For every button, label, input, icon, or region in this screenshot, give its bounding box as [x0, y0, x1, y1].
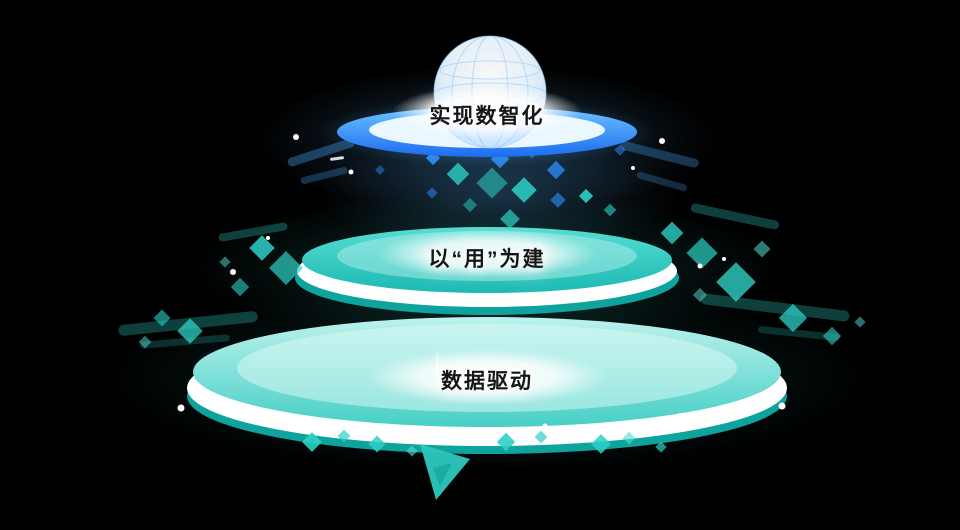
- streak-decoration: [690, 203, 780, 230]
- tier-label-top: 实现数智化: [429, 105, 545, 128]
- dot-decoration: [542, 423, 548, 429]
- dot-decoration: [778, 402, 786, 410]
- streak-decoration: [700, 293, 850, 322]
- cube-decoration: [337, 429, 351, 443]
- cube-decoration: [578, 188, 594, 204]
- cube-decoration: [546, 160, 566, 180]
- streak-decoration: [636, 171, 687, 192]
- dot-decoration: [697, 263, 703, 269]
- arrow-inner-decoration: [433, 463, 452, 486]
- dot-decoration: [659, 138, 665, 144]
- light-beam: [436, 346, 439, 392]
- cube-decoration: [462, 197, 478, 213]
- dot-decoration: [293, 134, 299, 140]
- globe-parallel: [439, 60, 541, 80]
- cube-decoration: [753, 240, 771, 258]
- streak-decoration: [758, 326, 840, 341]
- cube-decoration: [496, 432, 516, 452]
- cube-decoration: [822, 326, 842, 346]
- dot-decoration: [309, 416, 315, 422]
- cube-decoration: [716, 262, 756, 302]
- dot-decoration: [677, 413, 683, 419]
- label-glow-bottom: [367, 349, 607, 405]
- streak-decoration: [218, 222, 288, 242]
- dot-decoration: [450, 429, 454, 433]
- label-glow-middle: [377, 230, 597, 278]
- streak-decoration: [620, 141, 699, 168]
- dash-decoration: [330, 156, 345, 161]
- label-glow-top: [392, 86, 582, 138]
- streak-decoration: [300, 167, 348, 184]
- dot-decoration: [722, 257, 726, 261]
- cube-decoration: [692, 287, 708, 303]
- tier-label-middle: 以“用”为建: [428, 248, 546, 271]
- dot-decoration: [348, 169, 354, 175]
- dot-decoration: [266, 236, 270, 240]
- cube-decoration: [177, 318, 203, 344]
- tier-label-bottom: 数据驱动: [441, 370, 533, 393]
- cube-decoration: [302, 432, 322, 452]
- cube-decoration: [854, 316, 866, 328]
- dot-decoration: [230, 269, 236, 275]
- cube-decoration: [476, 167, 508, 199]
- streak-decoration: [140, 334, 230, 349]
- cube-decoration: [778, 303, 808, 333]
- cube-decoration: [230, 277, 250, 297]
- dot-layer: [177, 134, 786, 433]
- cube-decoration: [511, 177, 537, 203]
- cube-decoration: [138, 335, 152, 349]
- dot-decoration: [631, 166, 635, 170]
- dot-decoration: [177, 404, 185, 412]
